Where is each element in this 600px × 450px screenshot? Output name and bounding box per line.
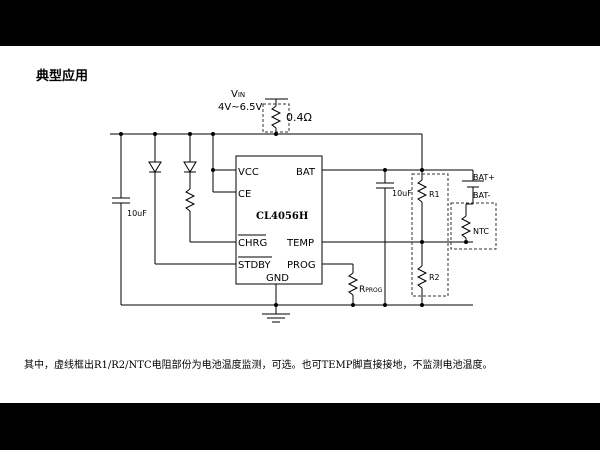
chrg-led-branch <box>148 134 236 265</box>
slide: 典型应用 VIN 4V~6.5V 0.4Ω 10uF <box>0 46 600 403</box>
r2-resistor <box>416 242 428 305</box>
output-capacitor <box>376 170 394 305</box>
typical-application-circuit: VIN 4V~6.5V 0.4Ω 10uF <box>110 89 497 323</box>
pin-gnd: GND <box>266 273 289 284</box>
battery-minus-label: BAT- <box>473 191 490 200</box>
prog-resistor-label: RPROG <box>359 285 383 295</box>
r1-resistor <box>416 134 428 242</box>
pin-chrg: CHRG <box>238 238 267 249</box>
ntc-label: NTC <box>473 227 489 236</box>
chip-name: CL4056H <box>256 211 308 222</box>
pin-ce: CE <box>238 189 251 200</box>
ground-symbol <box>262 284 290 323</box>
stdby-led-branch <box>183 134 236 243</box>
r1-label: R1 <box>429 190 440 199</box>
series-resistor-value: 0.4Ω <box>286 111 312 124</box>
pin-stdby: STDBY <box>238 260 271 271</box>
vin-range: 4V~6.5V <box>218 102 262 113</box>
prog-resistor <box>322 263 359 305</box>
section-heading: 典型应用 <box>36 69 89 84</box>
output-capacitor-value: 10uF <box>392 189 412 198</box>
battery-symbol <box>462 170 484 204</box>
battery-plus-label: BAT+ <box>473 173 495 182</box>
input-capacitor <box>112 134 130 305</box>
temperature-monitor-box <box>411 173 449 297</box>
caption-note: 其中，虚线框出R1/R2/NTC电阻部份为电池温度监测，可选。也可TEMP脚直接… <box>24 360 493 371</box>
chip-body <box>235 155 323 285</box>
ntc-box <box>450 202 497 250</box>
pin-temp: TEMP <box>286 238 314 249</box>
vin-label: VIN <box>231 89 245 100</box>
r2-label: R2 <box>429 273 440 282</box>
pin-bat: BAT <box>296 167 316 178</box>
pin-vcc: VCC <box>238 167 259 178</box>
input-capacitor-value: 10uF <box>127 209 147 218</box>
pin-prog: PROG <box>287 260 316 271</box>
ntc-thermistor <box>460 203 473 242</box>
